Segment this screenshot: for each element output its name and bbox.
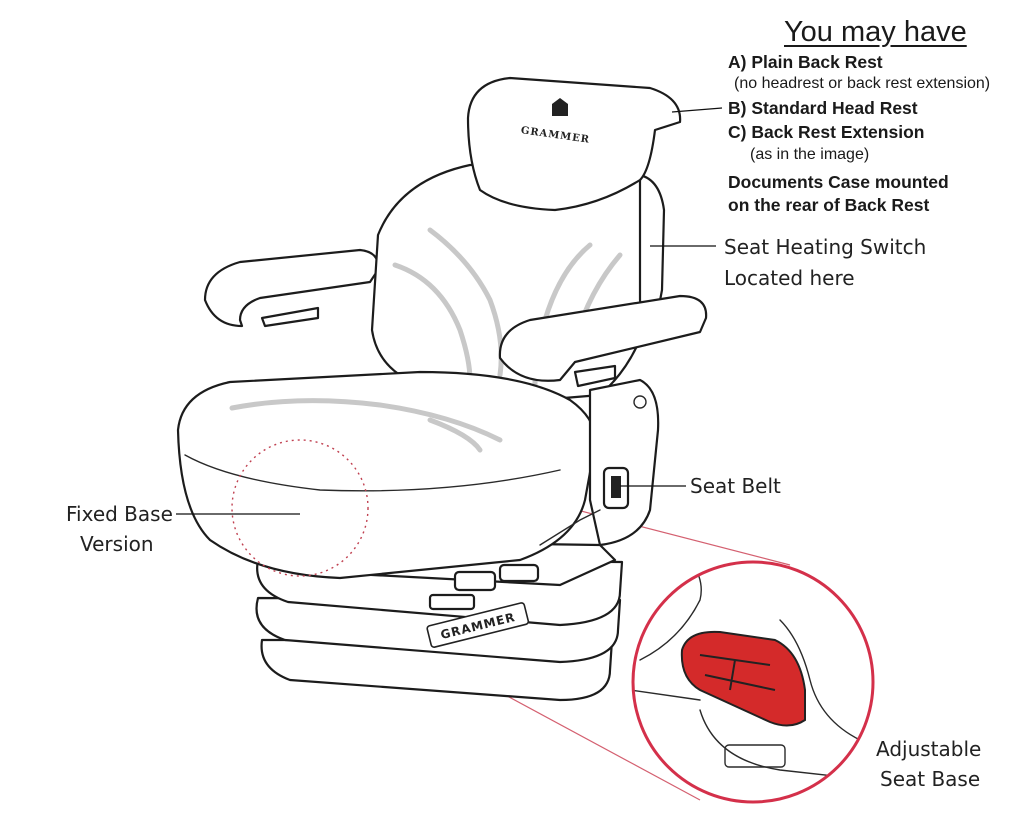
left-armrest bbox=[203, 248, 380, 328]
heating-switch-label-line2: Located here bbox=[724, 266, 855, 290]
adjustable-base-label-line1: Adjustable bbox=[876, 737, 982, 761]
seat-belt-buckle bbox=[539, 466, 630, 546]
seat-cushion bbox=[176, 370, 597, 580]
option-b-label: B) Standard Head Rest bbox=[728, 98, 918, 118]
callout-leaders bbox=[176, 107, 723, 515]
headrest: GRAMMER bbox=[466, 76, 682, 212]
magnifier-inset bbox=[631, 560, 875, 804]
grammer-emblem-icon bbox=[552, 98, 568, 116]
seat-belt-label: Seat Belt bbox=[690, 474, 781, 498]
adjustable-base-label-line2: Seat Base bbox=[880, 767, 981, 791]
option-c-label: C) Back Rest Extension bbox=[728, 122, 925, 142]
fixed-base-label-line1: Fixed Base bbox=[66, 502, 173, 526]
option-a-note: (no headrest or back rest extension) bbox=[734, 75, 991, 92]
options-heading: You may have bbox=[784, 16, 967, 48]
documents-case-line1: Documents Case mounted bbox=[728, 172, 949, 192]
option-a-label: A) Plain Back Rest bbox=[728, 52, 883, 72]
documents-case-line2: on the rear of Back Rest bbox=[728, 195, 930, 215]
option-c-note: (as in the image) bbox=[750, 146, 870, 163]
adjustable-lever-highlight bbox=[680, 630, 806, 727]
fixed-base-label-line2: Version bbox=[80, 532, 154, 556]
heating-switch-label-line1: Seat Heating Switch bbox=[724, 235, 927, 259]
